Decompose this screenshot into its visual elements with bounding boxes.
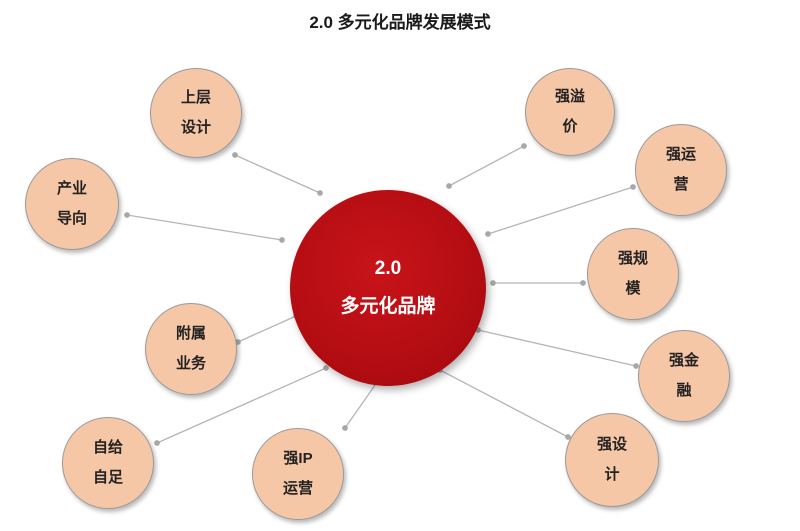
node-strong-ip-operation: 强IP 运营 xyxy=(252,428,344,520)
node-industry-oriented: 产业 导向 xyxy=(25,158,119,250)
node-label: 业务 xyxy=(175,355,206,372)
node-label: 运营 xyxy=(282,480,313,497)
connector-line xyxy=(342,375,383,431)
node-affiliated-business: 附属 业务 xyxy=(145,303,237,395)
node-self-sufficient: 自给 自足 xyxy=(62,417,154,509)
node-label: 自足 xyxy=(92,469,123,486)
node-label: 营 xyxy=(673,176,689,193)
node-label: 强运 xyxy=(665,146,696,163)
diagram-title: 2.0 多元化品牌发展模式 xyxy=(309,13,491,32)
connector-line xyxy=(124,212,285,243)
node-label: 附属 xyxy=(175,325,206,342)
center-node-label-line2: 多元化品牌 xyxy=(340,296,436,317)
node-strong-scale: 强规 模 xyxy=(587,228,679,320)
node-label: 强设 xyxy=(596,436,627,453)
connector-line xyxy=(446,143,527,189)
connector-line xyxy=(232,152,323,196)
node-label: 计 xyxy=(604,466,620,483)
node-label: 设计 xyxy=(180,119,211,136)
center-node: 2.0 多元化品牌 xyxy=(290,190,486,386)
connector-line xyxy=(235,313,299,345)
node-label: 强溢 xyxy=(554,88,585,105)
node-strong-premium: 强溢 价 xyxy=(525,68,615,156)
connector-line xyxy=(485,184,636,237)
node-label: 强IP xyxy=(283,450,313,467)
node-label: 导向 xyxy=(56,210,87,227)
node-label: 上层 xyxy=(180,89,211,106)
connector-line xyxy=(154,365,329,446)
node-label: 价 xyxy=(562,118,578,135)
node-upper-design: 上层 设计 xyxy=(150,68,242,158)
node-label: 强金 xyxy=(668,352,699,369)
node-label: 融 xyxy=(676,382,692,399)
connector-line xyxy=(475,327,639,369)
node-strong-design: 强设 计 xyxy=(565,413,659,507)
node-label: 产业 xyxy=(56,180,87,197)
node-strong-operation: 强运 营 xyxy=(635,124,727,216)
center-node-label-line1: 2.0 xyxy=(374,258,402,279)
node-strong-finance: 强金 融 xyxy=(638,330,730,422)
connector-line xyxy=(437,367,571,440)
node-label: 模 xyxy=(625,280,641,297)
node-label: 强规 xyxy=(617,250,648,267)
node-label: 自给 xyxy=(92,439,123,456)
